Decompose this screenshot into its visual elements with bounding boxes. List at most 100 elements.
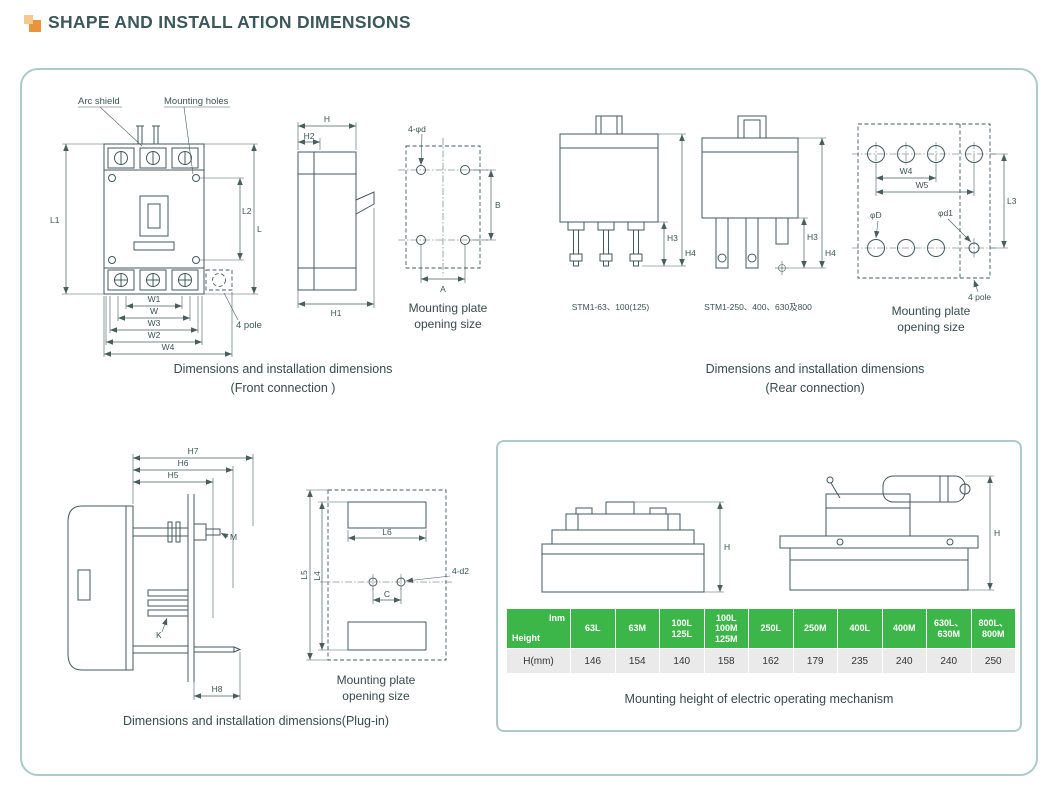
dim-phi-d: φD <box>870 210 882 220</box>
rear-small-studs <box>567 221 645 267</box>
mechanism-side-drawing: H <box>779 475 1000 591</box>
mechanism-side-dim-h: H <box>965 475 1000 591</box>
side-view-dimensions: H H2 <box>297 114 357 150</box>
plug-in-caption: Dimensions and installation dimensions(P… <box>122 714 390 728</box>
col-header: 630L、 630M <box>926 608 972 649</box>
side-view-dim-h1: H1 <box>297 208 375 318</box>
dim-phi-d1: φd1 <box>938 208 953 218</box>
col-header: 250M <box>792 608 838 649</box>
height-value: 240 <box>881 648 927 674</box>
four-pole-label: 4 pole <box>236 320 262 331</box>
dim-m: M <box>230 532 237 542</box>
hole-spec-label-plugin: 4-d2 <box>452 566 469 576</box>
rear-plate-caption: Mounting plate opening size <box>865 303 997 335</box>
dim-l3: L3 <box>1007 196 1017 206</box>
plug-in-drawing: H7 H6 H5 M K <box>67 446 254 700</box>
rear-connection-caption: Dimensions and installation dimensions (… <box>650 360 980 399</box>
col-header: 63M <box>614 608 660 649</box>
mounting-holes-label: Mounting holes <box>164 96 229 107</box>
rear-plate-caption-line1: Mounting plate <box>891 304 971 318</box>
dim-w5: W5 <box>916 180 929 190</box>
hole-spec-label: 4-φd <box>408 124 426 134</box>
col-header: 250L <box>748 608 794 649</box>
dim-l: L <box>257 224 262 234</box>
rear-plate-drawing: W4 W5 φD φd1 L3 4 pole <box>852 123 1017 302</box>
front-plate-dim-b: B <box>470 169 501 241</box>
front-plate-dim-a: A <box>420 245 466 294</box>
dim-a: A <box>440 284 446 294</box>
plug-in-dimensions-top: H7 H6 H5 <box>132 446 254 618</box>
mechanism-front-drawing: H <box>541 501 730 593</box>
front-view-dimensions: L1 L2 L 4 pole W1 W W3 W2 <box>50 143 262 357</box>
rear-large-outline <box>701 115 799 275</box>
dim-w1: W1 <box>148 294 161 304</box>
height-value: 235 <box>837 648 883 674</box>
dim-l4: L4 <box>312 571 322 581</box>
front-plate-caption-line2: opening size <box>414 317 482 332</box>
dim-l5: L5 <box>299 570 309 580</box>
breaker-front-outline <box>103 125 233 295</box>
height-value: 162 <box>748 648 794 674</box>
height-value: 240 <box>926 648 972 674</box>
height-value: 140 <box>659 648 705 674</box>
plug-plate-dim-l6: L6 <box>347 527 427 542</box>
rear-view-large-drawing: H3 H4 <box>701 115 836 275</box>
dim-h5: H5 <box>168 470 179 480</box>
plug-plate-caption: Mounting plate opening size <box>318 672 434 704</box>
dim-w3: W3 <box>148 318 161 328</box>
front-plate-caption-line1: Mounting plate <box>408 301 488 315</box>
col-header: 100L 125L <box>659 608 705 649</box>
dim-h3-large: H3 <box>807 232 818 242</box>
height-value: 250 <box>970 648 1016 674</box>
rear-small-dimensions: H3 H4 <box>642 133 696 267</box>
rear-small-outline <box>559 115 659 267</box>
dim-h6: H6 <box>178 458 189 468</box>
col-header: 100L 100M 125M <box>703 608 749 649</box>
dim-h-mech-left: H <box>724 542 730 552</box>
dim-h2: H2 <box>304 131 315 141</box>
col-header: 63L <box>570 608 616 649</box>
rear-connection-caption-line1: Dimensions and installation dimensions <box>705 362 925 376</box>
section-bullet-icon <box>24 15 41 32</box>
plug-plate-caption-line1: Mounting plate <box>336 673 416 687</box>
dim-b: B <box>495 200 501 210</box>
dim-h-mech-right: H <box>994 528 1000 538</box>
dim-l2: L2 <box>242 206 252 216</box>
dim-w4: W4 <box>162 342 175 352</box>
table-data-row: H(mm) 146 154 140 158 162 179 235 240 24… <box>506 648 1016 674</box>
plug-plate-caption-line2: opening size <box>342 689 410 704</box>
table-header-row: Inm Height 63L 63M 100L 125L 100L 100M 1… <box>506 608 1016 649</box>
col-header: 400M <box>881 608 927 649</box>
rear-large-model-label: STM1-250、400、630及800 <box>704 302 812 312</box>
dim-h4-large: H4 <box>825 248 836 258</box>
plug-plate-dim-c: C <box>372 588 402 604</box>
dim-w: W <box>150 306 158 316</box>
rear-connection-caption-line2: (Rear connection) <box>765 381 865 396</box>
corner-label-inm: Inm <box>548 613 565 623</box>
front-plate-caption: Mounting plate opening size <box>392 300 504 332</box>
dim-c: C <box>384 589 390 599</box>
dim-h7: H7 <box>188 446 199 456</box>
mechanism-caption: Mounting height of electric operating me… <box>624 692 894 706</box>
rear-plate-dimensions: W4 W5 φD φd1 L3 4 pole <box>870 153 1017 302</box>
rear-small-model-label: STM1-63、100(125) <box>571 302 650 312</box>
mechanism-front-dim-h: H <box>634 501 730 593</box>
four-pole-rear-label: 4 pole <box>968 292 991 302</box>
rear-large-dimensions: H3 H4 <box>788 137 836 269</box>
breaker-side-outline <box>297 151 375 291</box>
height-value: 154 <box>614 648 660 674</box>
rear-plate-caption-line2: opening size <box>897 320 965 335</box>
plug-in-callouts: M K H8 <box>156 532 241 700</box>
plug-plate-drawing: L6 C 4-d2 L5 L4 <box>299 489 469 661</box>
side-view-drawing: H H2 H1 <box>297 114 375 318</box>
front-connection-caption-line2: (Front connection ) <box>230 381 336 396</box>
front-view-callouts: Arc shield Mounting holes <box>78 96 230 175</box>
page-title: SHAPE AND INSTALL ATION DIMENSIONS <box>48 12 411 32</box>
dim-w4-rear: W4 <box>900 166 913 176</box>
front-connection-caption: Dimensions and installation dimensions (… <box>118 360 448 399</box>
content-panel <box>20 68 1038 776</box>
height-value: 179 <box>792 648 838 674</box>
dim-h3-small: H3 <box>667 233 678 243</box>
dim-l1: L1 <box>50 215 60 225</box>
dim-h4-small: H4 <box>685 248 696 258</box>
